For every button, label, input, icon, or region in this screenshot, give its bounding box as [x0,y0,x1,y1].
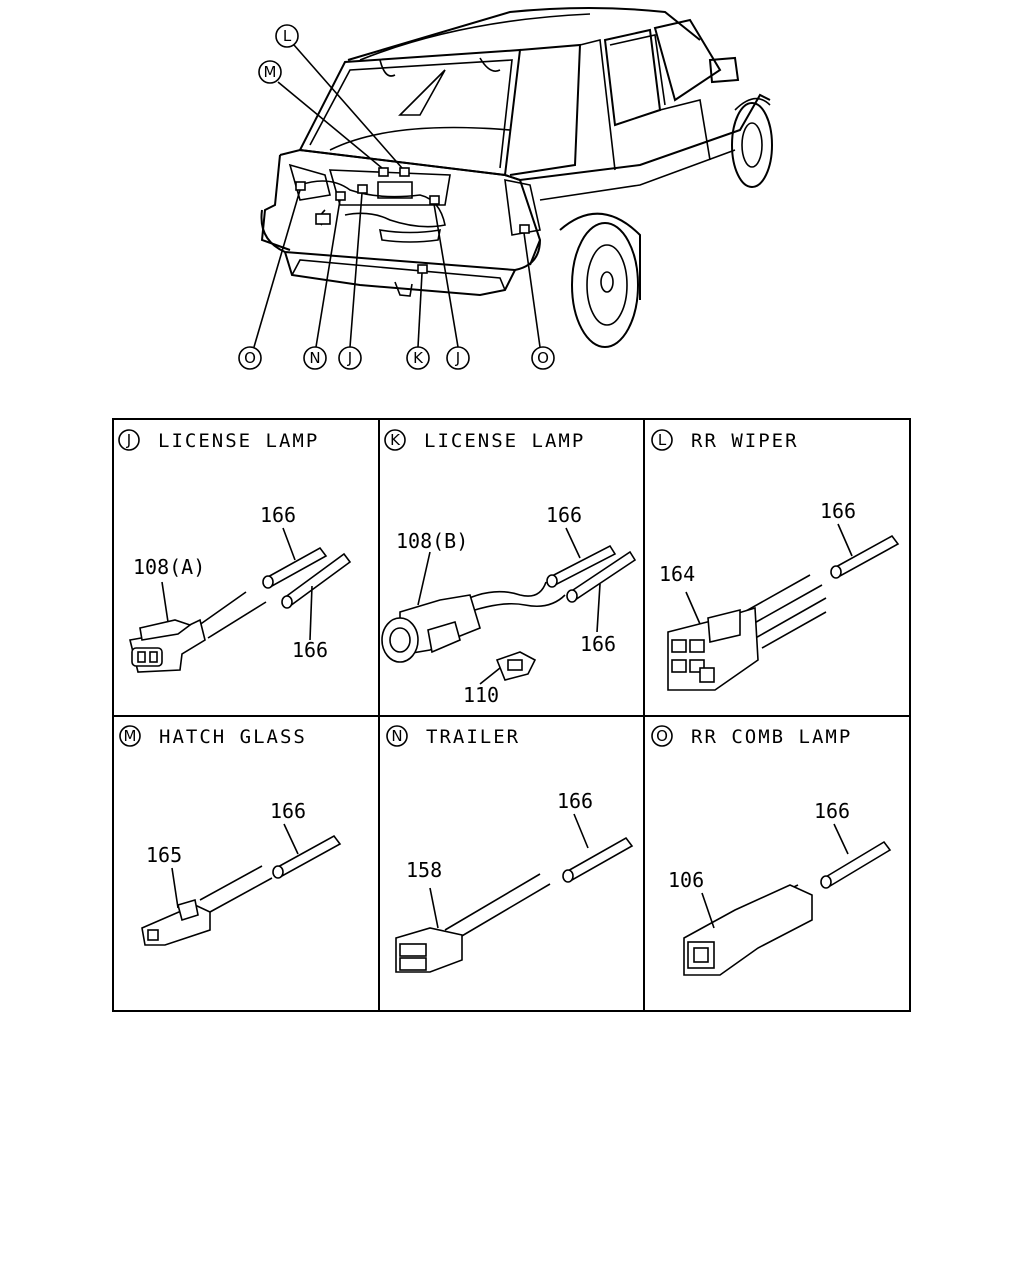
callout-l: L [275,24,299,48]
svg-text:N: N [391,727,402,745]
label-164: 164 [659,562,695,586]
callout-j-right: J [446,346,470,370]
vehicle-rear-view [260,7,773,348]
panel-j-title: LICENSE LAMP [158,430,319,452]
label-j-166-top: 166 [260,503,296,527]
callout-k: K [406,346,430,370]
callout-o-left: O [238,346,262,370]
panel-k-title: LICENSE LAMP [424,430,585,452]
svg-text:O: O [244,349,256,367]
svg-text:J: J [347,349,352,367]
panel-l-title: RR WIPER [691,430,799,452]
label-n-166: 166 [557,789,593,813]
label-158: 158 [406,858,442,882]
panel-j-license-lamp: J LICENSE LAMP 166 108(A) 166 [118,429,352,673]
svg-text:J: J [126,431,131,449]
panel-k-license-lamp: K LICENSE LAMP 166 108(B) 166 110 [381,429,637,707]
label-k-166-top: 166 [546,503,582,527]
svg-text:K: K [413,349,424,367]
panel-m-title: HATCH GLASS [159,726,307,748]
panel-o-title: RR COMB LAMP [691,726,852,748]
callout-j-left: J [338,346,362,370]
panel-n-trailer: N TRAILER 166 158 [386,725,634,973]
panel-m-hatch-glass: M HATCH GLASS 166 165 [119,725,342,946]
label-108a: 108(A) [133,555,205,579]
svg-text:O: O [537,349,549,367]
label-o-166: 166 [814,799,850,823]
label-165: 165 [146,843,182,867]
svg-text:J: J [455,349,460,367]
callout-o-right: O [531,346,555,370]
callout-n: N [303,346,327,370]
label-110: 110 [463,683,499,707]
svg-text:N: N [309,349,320,367]
svg-text:L: L [658,431,667,449]
svg-text:O: O [656,727,668,745]
svg-text:L: L [283,27,292,45]
label-k-166-bottom: 166 [580,632,616,656]
label-l-166: 166 [820,499,856,523]
panel-j-circle [118,429,140,451]
callout-m: M [258,60,282,84]
svg-text:M: M [124,727,137,745]
label-j-166-bottom: 166 [292,638,328,662]
panel-l-rr-wiper: L RR WIPER 166 164 [651,429,900,691]
parts-grid [112,418,911,1012]
label-108b: 108(B) [396,529,468,553]
panel-o-rr-comb-lamp: O RR COMB LAMP 166 106 [651,725,892,976]
callout-leaders [253,44,541,348]
svg-text:M: M [264,63,277,81]
panel-n-title: TRAILER [426,726,520,748]
label-106: 106 [668,868,704,892]
label-m-166: 166 [270,799,306,823]
svg-text:K: K [390,431,401,449]
